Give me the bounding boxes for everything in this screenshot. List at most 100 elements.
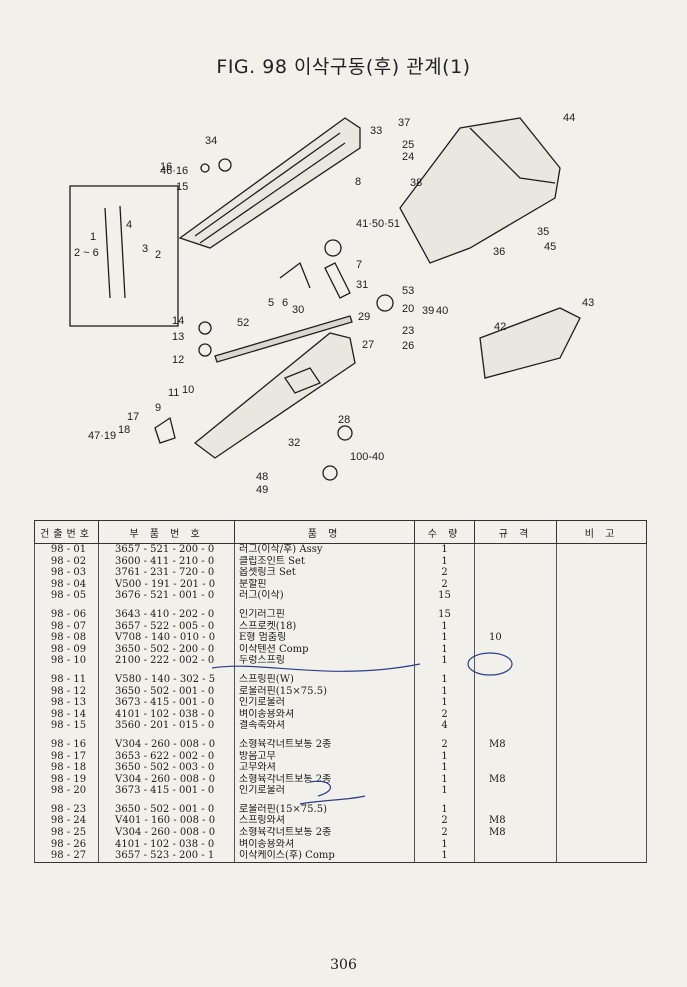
cell-spec: [474, 708, 557, 721]
callout-label: 35: [537, 226, 549, 238]
cell-part-no: 3657 - 521 - 200 - 0: [98, 543, 235, 556]
cell-quantity: 1: [414, 697, 475, 709]
cell-note: [556, 803, 647, 816]
cell-part-name: 이삭케이스(후) Comp: [234, 850, 415, 863]
cell-quantity: 2: [414, 578, 475, 591]
cell-index-no: 98 - 26: [34, 838, 99, 851]
spacer-cell: [34, 666, 99, 674]
callout-label: 18: [118, 424, 130, 436]
spacer-cell: [474, 731, 557, 739]
exploded-parts-diagram: 1 2 ~ 6 2 3 4 5 6 7 8 9 10 11 12 13 14 1…: [0, 88, 687, 508]
cell-index-no: 98 - 10: [34, 655, 99, 667]
callout-label: 44: [563, 112, 575, 124]
cell-index-no: 98 - 03: [34, 567, 99, 579]
cell-note: [556, 608, 647, 621]
cell-note: [556, 685, 647, 698]
cell-part-name: E형 멈춤링: [234, 632, 415, 644]
cell-part-no: V580 - 140 - 302 - 5: [98, 673, 235, 686]
header-note: 비 고: [556, 520, 647, 544]
cell-spec: [474, 762, 557, 774]
callout-label: 17: [127, 411, 139, 423]
cell-spec: [474, 750, 557, 763]
callout-label: 5: [268, 297, 274, 309]
callout-label: 27: [362, 339, 374, 351]
cell-index-no: 98 - 12: [34, 685, 99, 698]
callout-label: 46·16: [160, 165, 188, 177]
cell-spec: M8: [474, 827, 557, 839]
spacer-cell: [414, 666, 475, 674]
cell-note: [556, 815, 647, 828]
cell-spec: [474, 697, 557, 709]
callout-label: 37: [398, 117, 410, 129]
cell-index-no: 98 - 25: [34, 827, 99, 839]
cell-quantity: 1: [414, 773, 475, 786]
cell-quantity: 1: [414, 620, 475, 633]
cell-spec: [474, 785, 557, 797]
cell-spec: [474, 850, 557, 863]
callout-label: 8: [355, 176, 361, 188]
callout-label: 29: [358, 311, 370, 323]
spacer-cell: [474, 666, 557, 674]
callout-label: 10: [182, 384, 194, 396]
spacer-cell: [414, 731, 475, 739]
cell-spec: [474, 720, 557, 732]
cell-note: [556, 555, 647, 568]
spacer-cell: [234, 731, 415, 739]
table-header-row: 건출번호 부 품 번 호 품 명 수 량 규 격 비 고: [34, 520, 647, 544]
table-group-spacer: [34, 796, 647, 804]
cell-note: [556, 543, 647, 556]
cell-index-no: 98 - 08: [34, 632, 99, 644]
cell-quantity: 2: [414, 815, 475, 828]
callout-label: 45: [544, 241, 556, 253]
cell-part-no: V401 - 160 - 008 - 0: [98, 815, 235, 828]
callout-label: 41·50·51: [356, 218, 400, 230]
cell-quantity: 4: [414, 720, 475, 732]
cell-part-no: 3643 - 410 - 202 - 0: [98, 608, 235, 621]
cell-note: [556, 773, 647, 786]
table-group-spacer: [34, 601, 647, 609]
cell-index-no: 98 - 05: [34, 590, 99, 602]
cell-part-name: 옵셋링크 Set: [234, 567, 415, 579]
cell-part-no: V500 - 191 - 201 - 0: [98, 578, 235, 591]
callout-label: 33: [370, 125, 382, 137]
cell-spec: [474, 838, 557, 851]
cell-spec: M8: [474, 773, 557, 786]
cell-note: [556, 620, 647, 633]
callout-label: 42: [494, 321, 506, 333]
cell-part-name: 소형육각너트보통 2종: [234, 738, 415, 751]
spacer-cell: [34, 796, 99, 804]
callout-label: 30: [292, 304, 304, 316]
spacer-cell: [234, 796, 415, 804]
cell-note: [556, 697, 647, 709]
cell-quantity: 1: [414, 750, 475, 763]
cell-quantity: 1: [414, 632, 475, 644]
spacer-cell: [556, 796, 647, 804]
cell-quantity: 15: [414, 590, 475, 602]
callout-label: 49: [256, 484, 268, 496]
callout-label: 31: [356, 279, 368, 291]
cell-part-no: V708 - 140 - 010 - 0: [98, 632, 235, 644]
cell-part-name: 러그(이삭): [234, 590, 415, 602]
cell-index-no: 98 - 19: [34, 773, 99, 786]
cell-index-no: 98 - 18: [34, 762, 99, 774]
callout-label: 7: [356, 259, 362, 271]
cell-index-no: 98 - 15: [34, 720, 99, 732]
spacer-cell: [474, 796, 557, 804]
cell-quantity: 1: [414, 762, 475, 774]
cell-part-name: 인기로울러: [234, 697, 415, 709]
cell-part-name: 러그(이삭/후) Assy: [234, 543, 415, 556]
cell-part-no: 3676 - 521 - 001 - 0: [98, 590, 235, 602]
cell-index-no: 98 - 27: [34, 850, 99, 863]
callout-label: 11: [168, 387, 179, 399]
cell-note: [556, 827, 647, 839]
callout-label: 4: [126, 219, 132, 231]
cell-index-no: 98 - 01: [34, 543, 99, 556]
cell-spec: [474, 567, 557, 579]
cell-part-no: 3673 - 415 - 001 - 0: [98, 785, 235, 797]
